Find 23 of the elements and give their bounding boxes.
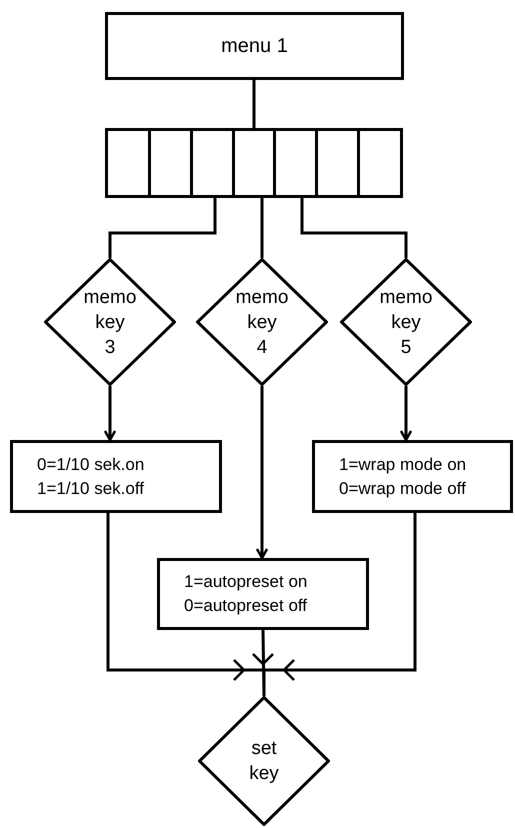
- arrow: [104, 386, 116, 442]
- process-box: [312, 440, 513, 513]
- register-bar: [105, 128, 403, 198]
- process-box: [10, 440, 222, 513]
- diamond-label: memo key 4: [234, 286, 290, 360]
- arrow: [400, 386, 412, 442]
- box-label: 1=autopreset on: [184, 571, 308, 593]
- connector-line: [108, 198, 216, 258]
- box-label: 0=1/10 sek.on: [37, 454, 144, 476]
- box-label: menu 1: [221, 34, 288, 59]
- process-box: [157, 558, 369, 630]
- connector-line: [252, 80, 256, 128]
- connector-line: [260, 198, 264, 258]
- connector-line: [300, 198, 408, 258]
- diamond-label: memo key 5: [378, 286, 434, 360]
- diamond-label: memo key 3: [82, 286, 138, 360]
- box-label: 0=autopreset off: [184, 595, 308, 617]
- box-label: 1=1/10 sek.off: [37, 478, 144, 500]
- diamond-label: set key: [248, 737, 280, 786]
- process-box: [105, 12, 404, 80]
- box-label: 1=wrap mode on: [339, 454, 466, 476]
- arrow: [256, 386, 268, 560]
- box-label: 0=wrap mode off: [339, 478, 466, 500]
